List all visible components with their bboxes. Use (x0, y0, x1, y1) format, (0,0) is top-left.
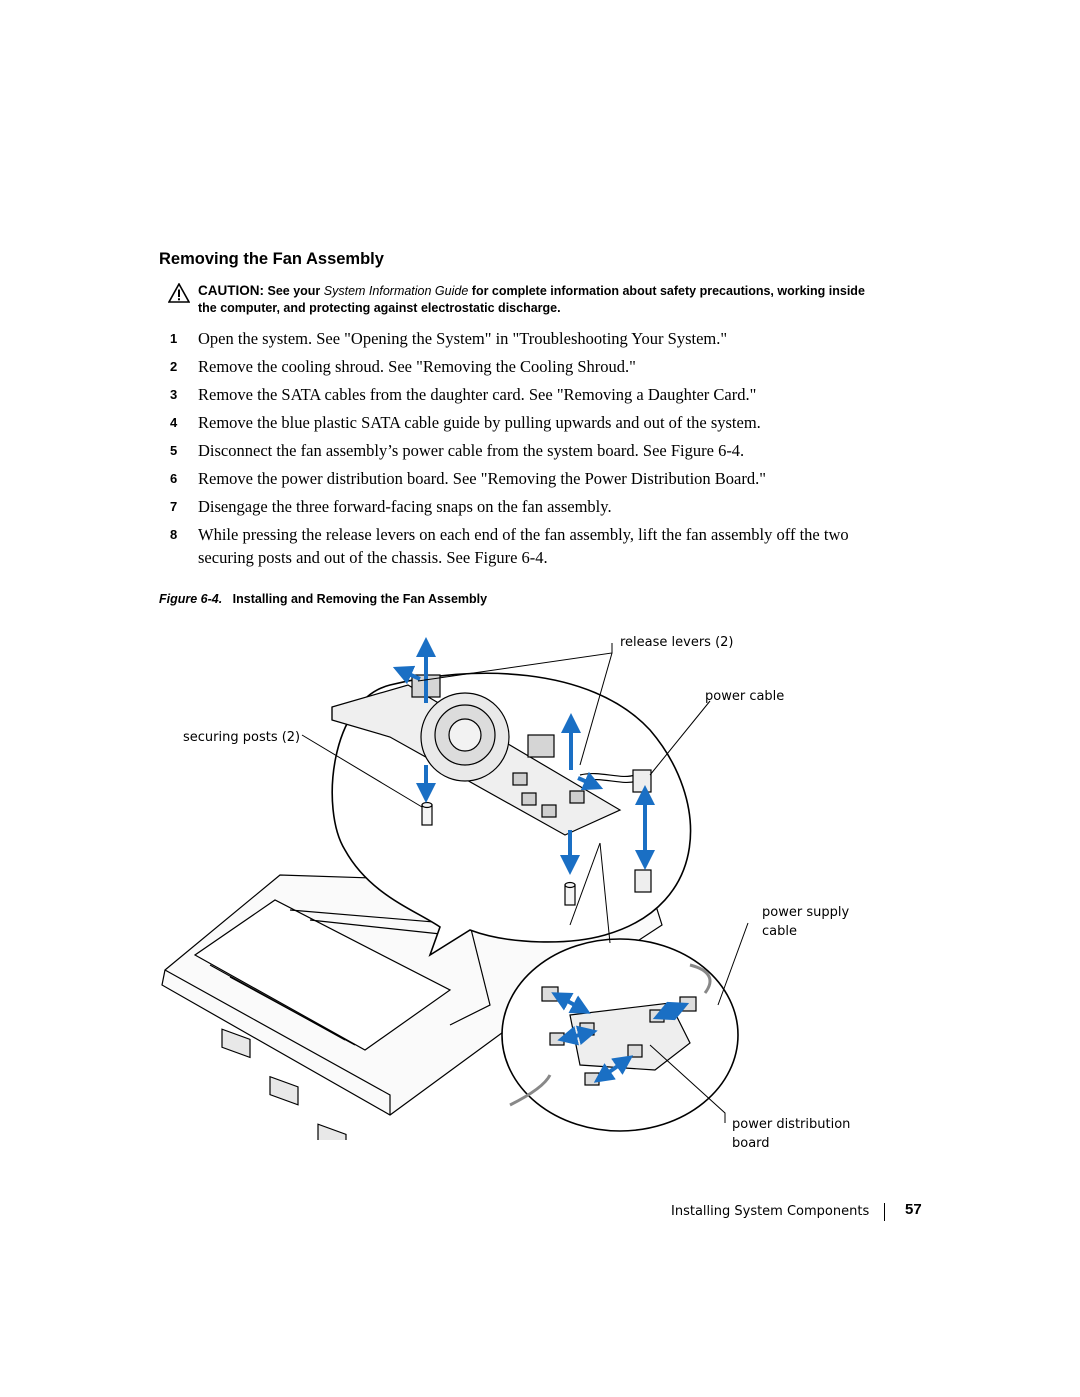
fan-assembly-illustration (161, 637, 749, 1154)
step-item: 3 Remove the SATA cables from the daughte… (170, 383, 870, 406)
step-text: Remove the power distribution board. See… (198, 469, 766, 488)
step-number: 6 (170, 471, 178, 486)
caution-guide-title: System Information Guide (323, 284, 469, 298)
callout-pdb-line2: board (732, 1136, 770, 1151)
securing-post (421, 801, 576, 906)
step-text: Remove the cooling shroud. See "Removing… (198, 357, 636, 376)
step-text: Remove the blue plastic SATA cable guide… (198, 413, 761, 432)
procedure-steps: 1 Open the system. See "Opening the Syste… (170, 327, 870, 574)
footer-separator (884, 1203, 885, 1221)
step-number: 1 (170, 331, 178, 346)
step-item: 5 Disconnect the fan assembly’s power cab… (170, 439, 870, 462)
step-number: 4 (170, 415, 178, 430)
step-item: 4 Remove the blue plastic SATA cable guid… (170, 411, 870, 434)
caution-label: CAUTION: (198, 283, 264, 298)
caution-notice: CAUTION: See your System Information Gui… (168, 282, 868, 317)
fan-assembly-figure: release levers (2) power cable securing … (150, 625, 910, 1154)
caution-text: CAUTION: See your System Information Gui… (198, 282, 868, 317)
caution-text-after: for complete information about safety pr… (198, 284, 865, 315)
callout-power-distribution-board: power distribution board (732, 1115, 850, 1153)
step-item: 8 While pressing the release levers on ea… (170, 523, 870, 569)
figure-caption-text: Installing and Removing the Fan Assembly (232, 592, 488, 606)
callout-power-supply-cable: power supply cable (762, 903, 849, 941)
step-item: 1 Open the system. See "Opening the Syste… (170, 327, 870, 350)
step-text: Disengage the three forward-facing snaps… (198, 497, 612, 516)
direction-arrows (392, 637, 655, 875)
callout-leaders (301, 643, 749, 1123)
step-number: 5 (170, 443, 178, 458)
step-item: 2 Remove the cooling shroud. See "Removin… (170, 355, 870, 378)
fan-assembly (331, 674, 622, 836)
callout-release-levers: release levers (2) (620, 635, 734, 650)
caution-triangle-icon (168, 283, 190, 303)
step-text: Open the system. See "Opening the System… (198, 329, 728, 348)
section-title: Removing the Fan Assembly (159, 250, 384, 268)
step-number: 3 (170, 387, 178, 402)
step-text: Disconnect the fan assembly’s power cabl… (198, 441, 745, 460)
step-number: 2 (170, 359, 178, 374)
callout-power-cable: power cable (705, 689, 785, 704)
step-number: 8 (170, 527, 178, 542)
figure-caption: Figure 6-4. Installing and Removing the … (159, 592, 487, 606)
step-number: 7 (170, 499, 178, 514)
callout-power-supply-line2: cable (762, 924, 797, 939)
step-text: While pressing the release levers on eac… (198, 525, 849, 567)
step-item: 7 Disengage the three forward-facing snap… (170, 495, 870, 518)
figure-number: Figure 6-4. (159, 592, 223, 606)
callout-power-supply-line1: power supply (762, 905, 850, 920)
step-item: 6 Remove the power distribution board. Se… (170, 467, 870, 490)
caution-text-before: See your (267, 284, 321, 298)
callout-pdb-line1: power distribution (732, 1117, 851, 1132)
footer-section-title: Installing System Components (671, 1204, 870, 1219)
step-text: Remove the SATA cables from the daughter… (198, 385, 757, 404)
page-number: 57 (905, 1201, 922, 1218)
callout-securing-posts: securing posts (2) (183, 730, 301, 745)
